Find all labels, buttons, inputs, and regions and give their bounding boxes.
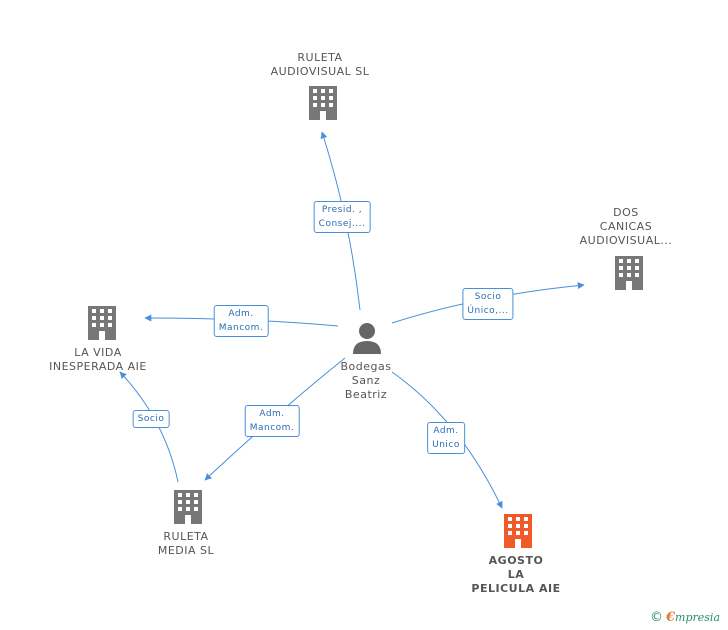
brand-footer: ©€mpresia xyxy=(650,610,720,625)
node-ruleta-audiovisual[interactable]: RULETA AUDIOVISUAL SL xyxy=(270,51,370,78)
edge-label-socio[interactable]: Socio xyxy=(132,410,170,428)
brand-name: mpresia xyxy=(675,611,721,624)
person-icon[interactable] xyxy=(352,322,382,358)
building-icon[interactable] xyxy=(86,306,118,344)
copyright-icon: © xyxy=(650,610,663,625)
node-dos-canicas[interactable]: DOS CANICAS AUDIOVISUAL... xyxy=(579,206,673,247)
edge-label-presid[interactable]: Presid. , Consej.... xyxy=(313,201,371,233)
building-icon-highlight[interactable] xyxy=(502,514,534,552)
building-icon[interactable] xyxy=(172,490,204,528)
edge-label-adm-mancom-2[interactable]: Adm. Mancom. xyxy=(244,405,300,437)
building-icon[interactable] xyxy=(613,256,645,294)
brand-logo-e: € xyxy=(666,610,676,625)
node-person[interactable]: Bodegas Sanz Beatriz xyxy=(340,360,392,401)
edge-label-adm-unico[interactable]: Adm. Unico xyxy=(427,422,465,454)
edge-label-adm-mancom-1[interactable]: Adm. Mancom. xyxy=(213,305,269,337)
edge-label-socio-unico[interactable]: Socio Único,... xyxy=(462,288,514,320)
node-la-vida[interactable]: LA VIDA INESPERADA AIE xyxy=(49,346,147,373)
node-ruleta-media[interactable]: RULETA MEDIA SL xyxy=(157,530,215,557)
node-agosto[interactable]: AGOSTO LA PELICULA AIE xyxy=(471,554,561,595)
building-icon[interactable] xyxy=(307,86,339,124)
